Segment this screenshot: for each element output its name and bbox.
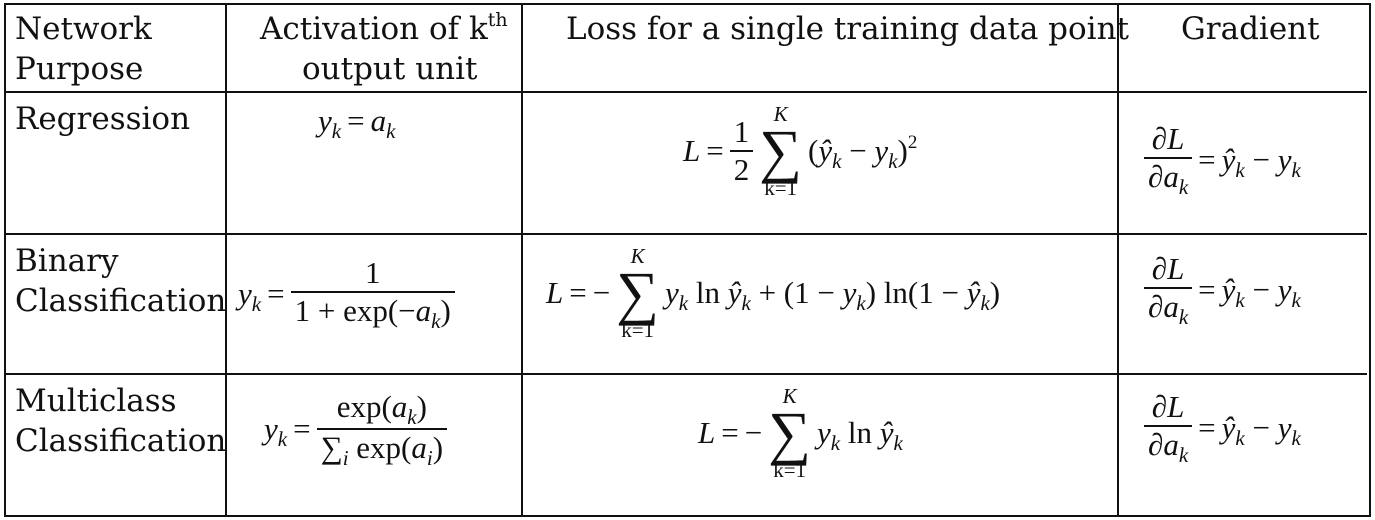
gradient-equation: ∂L∂ak = ŷk − yk	[1141, 389, 1304, 467]
purpose-label-line1: Binary	[15, 243, 119, 279]
activation-equation: yk = ak	[318, 103, 396, 143]
row-multiclass-gradient: ∂L∂ak = ŷk − yk	[1119, 375, 1367, 517]
header-network-purpose: Network Purpose	[4, 3, 227, 93]
row-multiclass-purpose: Multiclass Classification	[4, 375, 227, 517]
header-gradient-text: Gradient	[1181, 11, 1320, 47]
summation-symbol: K∑k=1	[768, 384, 811, 482]
row-binary-loss: L = − K∑k=1 yk ln ŷk + (1 − yk) ln(1 − ŷ…	[523, 235, 1119, 375]
summation-symbol: K∑k=1	[759, 102, 803, 200]
purpose-label: Regression	[15, 101, 191, 137]
row-regression-activation: yk = ak	[227, 93, 523, 235]
header-loss: Loss for a single training data point	[523, 3, 1129, 93]
row-binary-gradient: ∂L∂ak = ŷk − yk	[1119, 235, 1367, 375]
header-network-purpose-line1: Network	[15, 11, 152, 47]
activation-text: Activation of k	[260, 11, 488, 47]
loss-equation: L = − K∑k=1 yk ln ŷk + (1 − yk) ln(1 − ŷ…	[546, 244, 1001, 342]
header-activation-line2: output unit	[302, 51, 478, 87]
header-network-purpose-line2: Purpose	[15, 51, 144, 87]
row-multiclass-activation: yk = exp(ak)∑i exp(ai)	[227, 375, 523, 517]
header-activation-line1: Activation of kth	[260, 9, 508, 53]
summation-symbol: K∑k=1	[616, 244, 659, 342]
header-activation: Activation of kth output unit	[227, 3, 523, 93]
gradient-equation: ∂L∂ak = ŷk − yk	[1141, 121, 1304, 199]
gradient-equation: ∂L∂ak = ŷk − yk	[1141, 251, 1304, 329]
loss-equation: L = − K∑k=1 yk ln ŷk	[698, 384, 903, 482]
header-gradient: Gradient	[1119, 3, 1367, 93]
row-regression-purpose: Regression	[4, 93, 227, 235]
row-regression-gradient: ∂L∂ak = ŷk − yk	[1119, 93, 1367, 235]
purpose-label-line1: Multiclass	[15, 383, 177, 419]
activation-equation: yk = exp(ak)∑i exp(ai)	[261, 389, 450, 470]
purpose-label-line2: Classification	[15, 423, 227, 459]
row-binary-purpose: Binary Classification	[4, 235, 227, 375]
row-multiclass-loss: L = − K∑k=1 yk ln ŷk	[523, 375, 1119, 517]
purpose-label-line2: Classification	[15, 283, 227, 319]
activation-sup: th	[487, 9, 508, 31]
header-loss-text: Loss for a single training data point	[566, 11, 1129, 47]
